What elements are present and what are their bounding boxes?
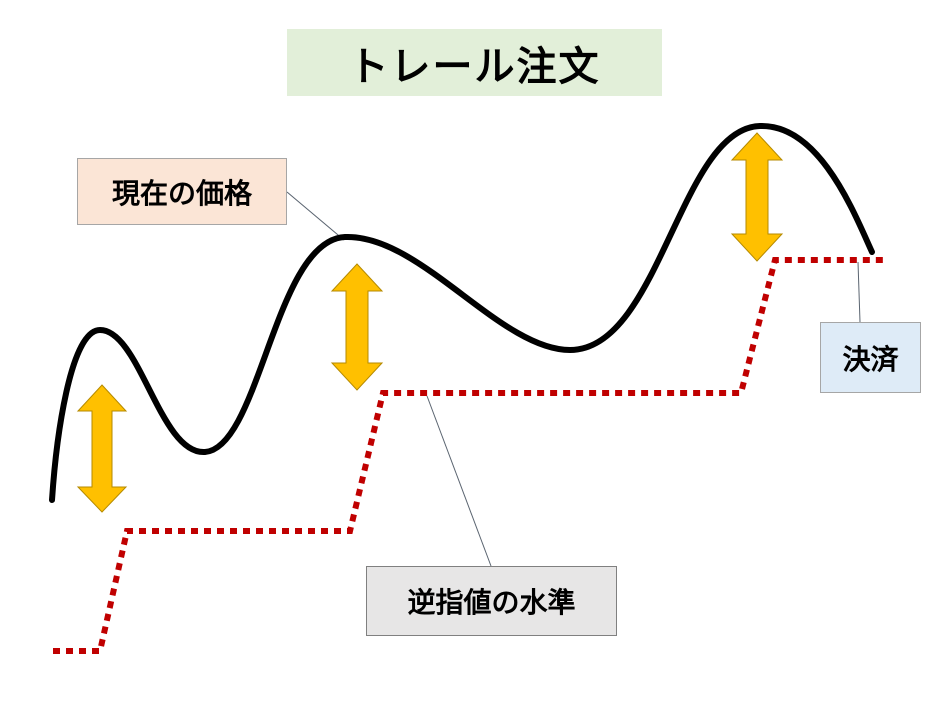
price-label-connector — [286, 191, 345, 241]
settlement-label-connector — [857, 261, 861, 323]
price-curve — [49, 122, 875, 503]
double-arrow-icon — [330, 263, 384, 391]
double-arrow-icon — [76, 384, 128, 513]
settlement-label: 決済 — [820, 322, 921, 393]
stop-level-label: 逆指値の水準 — [366, 566, 617, 636]
double-arrow-icon — [730, 132, 784, 262]
stop-label-connector — [426, 395, 492, 567]
current-price-label: 現在の価格 — [77, 158, 287, 225]
diagram-title: トレール注文 — [287, 29, 662, 96]
stop-level-line — [53, 257, 885, 654]
